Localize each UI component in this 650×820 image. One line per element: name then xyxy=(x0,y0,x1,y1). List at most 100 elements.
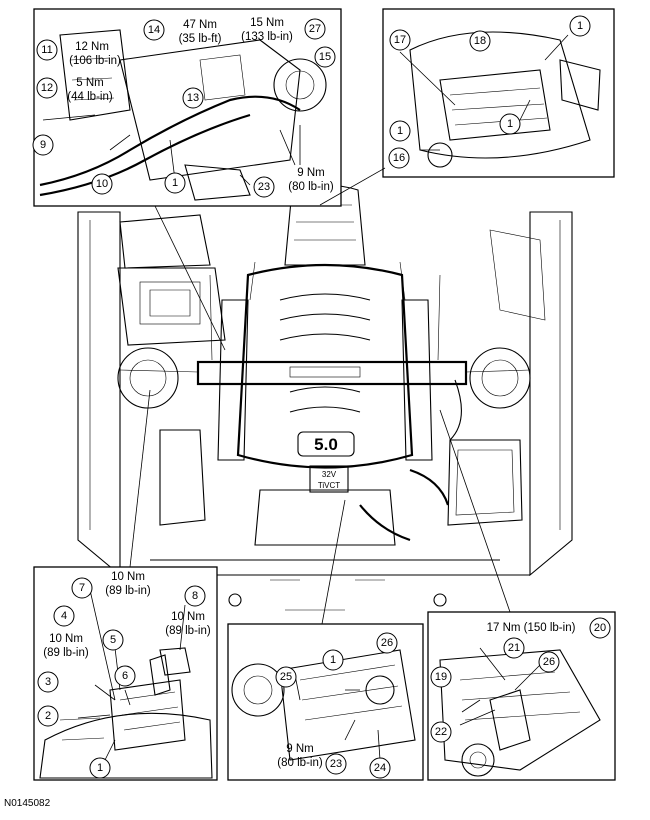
svg-text:1: 1 xyxy=(397,125,403,137)
torque-10nm-b-line1: 10 Nm xyxy=(171,611,205,623)
svg-text:1: 1 xyxy=(97,762,103,774)
svg-text:19: 19 xyxy=(435,671,447,683)
callout-1-top-right-b: 1 xyxy=(389,120,411,142)
intake-badge-line-2: TiVCT xyxy=(318,481,340,490)
callout-bubbles: 14 27 11 15 12 13 9 10 1 23 17 18 1 1 1 … xyxy=(32,15,611,779)
svg-text:21: 21 xyxy=(508,642,520,654)
svg-text:22: 22 xyxy=(435,726,447,738)
torque-specs: 47 Nm (35 lb-ft) 15 Nm (133 lb-in) 12 Nm… xyxy=(43,17,575,769)
svg-text:12: 12 xyxy=(41,82,53,94)
torque-47nm-line2: (35 lb-ft) xyxy=(179,33,222,45)
svg-text:18: 18 xyxy=(474,35,486,47)
svg-text:14: 14 xyxy=(148,24,160,36)
svg-text:8: 8 xyxy=(192,590,198,602)
svg-text:6: 6 xyxy=(122,670,128,682)
svg-text:16: 16 xyxy=(393,152,405,164)
callout-25: 25 xyxy=(275,666,297,688)
torque-5nm-line1: 5 Nm xyxy=(76,77,103,89)
svg-text:7: 7 xyxy=(79,582,85,594)
torque-9nm-a-line1: 9 Nm xyxy=(297,167,324,179)
callout-23-top: 23 xyxy=(253,176,275,198)
callout-12: 12 xyxy=(36,77,58,99)
inset-top-left xyxy=(33,8,342,207)
svg-text:26: 26 xyxy=(543,656,555,668)
callout-17: 17 xyxy=(389,29,411,51)
callout-4: 4 xyxy=(53,605,75,627)
callout-1-top-right-a: 1 xyxy=(569,15,591,37)
callout-16: 16 xyxy=(388,147,410,169)
torque-10nm-a-line2: (89 lb-in) xyxy=(105,585,151,597)
callout-22: 22 xyxy=(430,721,452,743)
callout-8: 8 xyxy=(184,585,206,607)
callout-21: 21 xyxy=(503,637,525,659)
torque-5nm-line2: (44 lb-in) xyxy=(67,91,113,103)
intake-badge-line-1: 32V xyxy=(322,470,337,479)
svg-text:1: 1 xyxy=(172,177,178,189)
torque-10nm-b-line2: (89 lb-in) xyxy=(165,625,211,637)
svg-text:3: 3 xyxy=(45,676,51,688)
engine-bay-view: 5.0 32V TiVCT xyxy=(77,184,573,611)
torque-12nm-line2: (106 lb-in) xyxy=(69,55,121,67)
callout-19: 19 xyxy=(430,666,452,688)
callout-23-bottom: 23 xyxy=(325,753,347,775)
svg-text:20: 20 xyxy=(594,622,606,634)
torque-12nm-line1: 12 Nm xyxy=(75,41,109,53)
callout-18: 18 xyxy=(469,30,491,52)
callout-6: 6 xyxy=(114,665,136,687)
callout-24: 24 xyxy=(369,757,391,779)
callout-9: 9 xyxy=(32,134,54,156)
svg-text:17: 17 xyxy=(394,34,406,46)
svg-text:15: 15 xyxy=(319,51,331,63)
callout-10: 10 xyxy=(91,173,113,195)
callout-5: 5 xyxy=(102,629,124,651)
svg-text:13: 13 xyxy=(187,92,199,104)
svg-text:25: 25 xyxy=(280,671,292,683)
callout-26-right: 26 xyxy=(538,651,560,673)
callout-2: 2 xyxy=(37,705,59,727)
callout-1-top-right-c: 1 xyxy=(499,113,521,135)
torque-10nm-a-line1: 10 Nm xyxy=(111,571,145,583)
callout-leaders xyxy=(42,34,569,761)
svg-text:5: 5 xyxy=(110,634,116,646)
callout-1-bottom-middle: 1 xyxy=(322,649,344,671)
callout-1-top-left: 1 xyxy=(164,172,186,194)
torque-10nm-c-line2: (89 lb-in) xyxy=(43,647,89,659)
callout-14: 14 xyxy=(143,19,165,41)
callout-13: 13 xyxy=(182,87,204,109)
callout-27: 27 xyxy=(304,18,326,40)
svg-text:23: 23 xyxy=(258,181,270,193)
callout-20: 20 xyxy=(589,617,611,639)
svg-text:24: 24 xyxy=(374,762,386,774)
callout-7: 7 xyxy=(71,577,93,599)
engine-displacement-badge: 5.0 xyxy=(314,435,338,454)
inset-top-right xyxy=(382,8,615,178)
svg-text:23: 23 xyxy=(330,758,342,770)
svg-text:27: 27 xyxy=(309,23,321,35)
svg-text:4: 4 xyxy=(61,610,67,622)
torque-9nm-a-line2: (80 lb-in) xyxy=(288,181,334,193)
torque-47nm-line1: 47 Nm xyxy=(183,19,217,31)
svg-text:10: 10 xyxy=(96,178,108,190)
svg-text:1: 1 xyxy=(507,118,513,130)
figure-id: N0145082 xyxy=(4,798,51,809)
torque-9nm-b-line1: 9 Nm xyxy=(286,743,313,755)
svg-text:2: 2 xyxy=(45,710,51,722)
svg-text:1: 1 xyxy=(577,20,583,32)
callout-3: 3 xyxy=(37,671,59,693)
svg-text:1: 1 xyxy=(330,654,336,666)
callout-15: 15 xyxy=(314,46,336,68)
callout-26-middle: 26 xyxy=(376,632,398,654)
callout-1-bottom-left: 1 xyxy=(89,757,111,779)
svg-text:9: 9 xyxy=(40,139,46,151)
svg-text:11: 11 xyxy=(41,44,52,56)
torque-10nm-c-line1: 10 Nm xyxy=(49,633,83,645)
torque-17nm: 17 Nm (150 lb-in) xyxy=(487,622,576,634)
inset-leaders xyxy=(129,167,511,625)
torque-15nm-line1: 15 Nm xyxy=(250,17,284,29)
inset-bottom-right xyxy=(427,611,616,781)
callout-11: 11 xyxy=(36,39,58,61)
torque-9nm-b-line2: (80 lb-in) xyxy=(277,757,323,769)
svg-text:26: 26 xyxy=(381,637,393,649)
torque-15nm-line2: (133 lb-in) xyxy=(241,31,293,43)
